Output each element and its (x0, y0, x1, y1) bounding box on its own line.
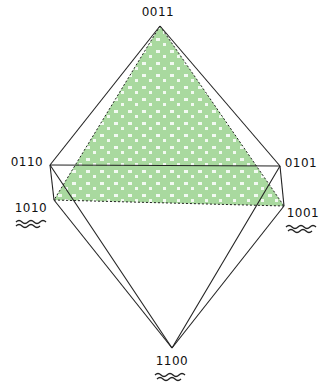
vertex-label: 0101 (284, 156, 319, 170)
vertex-label: 1001 (286, 206, 321, 220)
vertex-label: 0011 (141, 5, 176, 19)
vertex-label: 1010 (14, 201, 49, 215)
octahedron-edges (50, 26, 284, 348)
wavy-underlines (16, 221, 316, 381)
vertex-label: 1100 (155, 354, 190, 368)
vertex-label: 0110 (10, 155, 45, 169)
hidden-edges (54, 26, 284, 206)
